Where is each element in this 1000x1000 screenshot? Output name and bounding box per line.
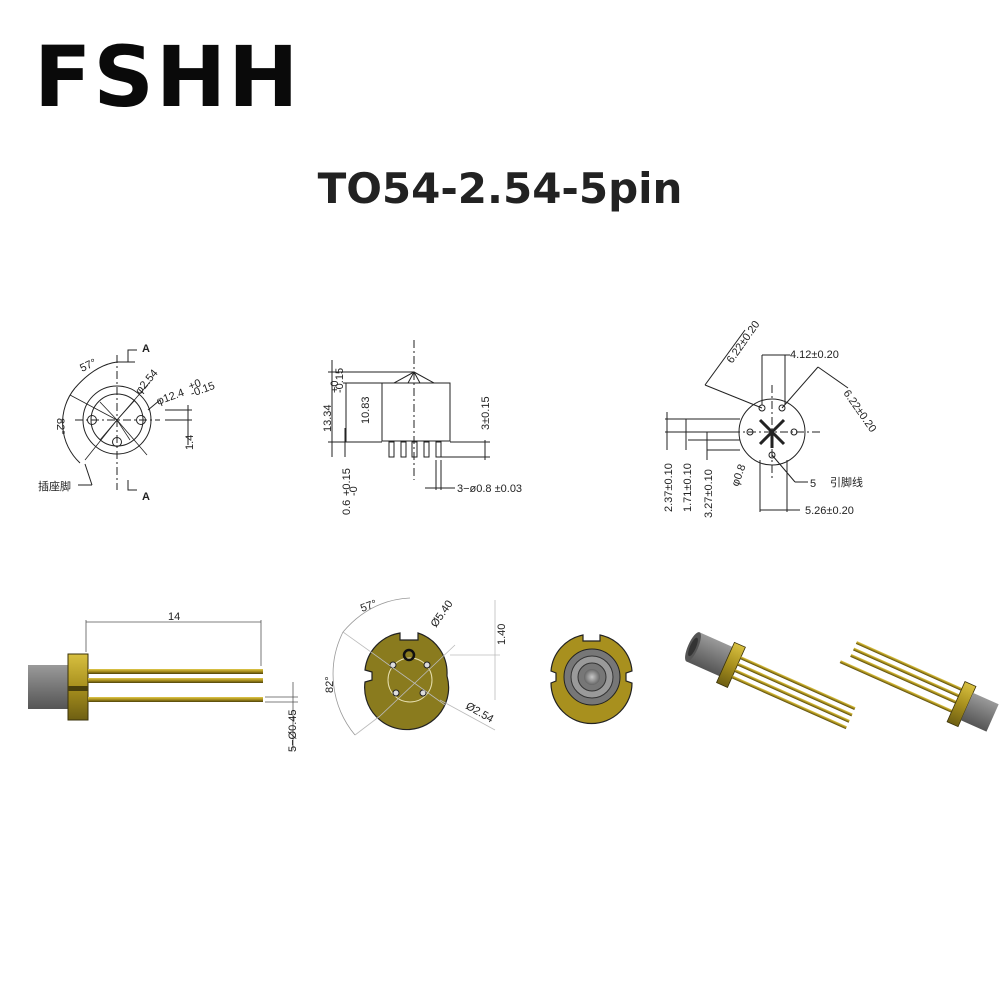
height-total-tol-upper: +0 <box>329 380 341 393</box>
side-view-labels: 13.34 +0 -0.15 10.83 3±0.15 0.6 +0.15 -0… <box>322 368 522 515</box>
base-tol-upper: +0.15 <box>341 468 353 496</box>
section-mark-bottom: A <box>142 491 150 503</box>
base-tol-lower: -0 <box>348 486 360 496</box>
v2-label: 1.71±0.10 <box>682 463 694 512</box>
height-total-label: 13.34 <box>322 404 334 432</box>
iso-render-right <box>839 641 999 732</box>
diag-1-label: 6.22±0.20 <box>725 319 763 366</box>
angle-82-label: 82° <box>54 418 66 435</box>
flange-dia-label: φ12.4 <box>155 387 186 408</box>
bottom-view-drawing <box>665 329 849 512</box>
bottom-view-labels: 6.22±0.20 4.12±0.20 6.22±0.20 2.37±0.10 … <box>663 319 878 518</box>
front-render <box>550 634 633 725</box>
lead-text-label: 引脚线 <box>830 475 863 489</box>
diag-2-label: 6.22±0.20 <box>841 388 879 435</box>
lead-count-label: 5 <box>810 478 816 490</box>
lead-length-label: 14 <box>168 611 180 623</box>
flange-tol-upper: +0 <box>187 377 203 393</box>
lead-dia-label: φ0.8 <box>730 463 749 488</box>
top-view-drawing <box>62 349 192 491</box>
v1-label: 2.37±0.10 <box>663 463 675 512</box>
socket-pin-label: 插座脚 <box>38 479 71 493</box>
side-render: 14 5−Ø0.45 <box>28 611 299 752</box>
height-total-tol-lower: -0.15 <box>334 368 346 393</box>
width-bottom-label: 5.26±0.20 <box>805 505 854 517</box>
v3-label: 3.27±0.10 <box>703 469 715 518</box>
brand-logo: FSHH <box>34 28 301 126</box>
pin-length-label: 3±0.15 <box>480 396 492 430</box>
top-view-labels: A A 57° 82° φ2.54 φ12.4 +0 -0.15 1.4 插座脚 <box>38 343 217 503</box>
package-title: TO54-2.54-5pin <box>317 164 683 213</box>
face-render: 57° 82° Ø5.40 1.40 Ø2.54 <box>324 597 508 736</box>
pin-dia-label: 3−ø0.8 ±0.03 <box>457 483 522 495</box>
side-view-drawing <box>328 340 490 490</box>
face-offset-label: 1.40 <box>496 624 508 645</box>
offset-label: 1.4 <box>184 435 196 450</box>
body-dia-label: Ø5.40 <box>429 598 456 629</box>
base-thickness-label: 0.6 <box>341 500 353 515</box>
lead-dia-bottom-label: 5−Ø0.45 <box>287 709 299 752</box>
face-angle-57-label: 57° <box>359 598 379 615</box>
section-mark-top: A <box>142 343 150 355</box>
body-height-label: 10.83 <box>360 396 372 424</box>
iso-render-left <box>685 632 856 730</box>
width-top-label: 4.12±0.20 <box>790 349 839 361</box>
face-angle-82-label: 82° <box>324 676 336 693</box>
angle-57-label: 57° <box>78 357 98 375</box>
pin-circle-label: φ2.54 <box>133 367 161 397</box>
